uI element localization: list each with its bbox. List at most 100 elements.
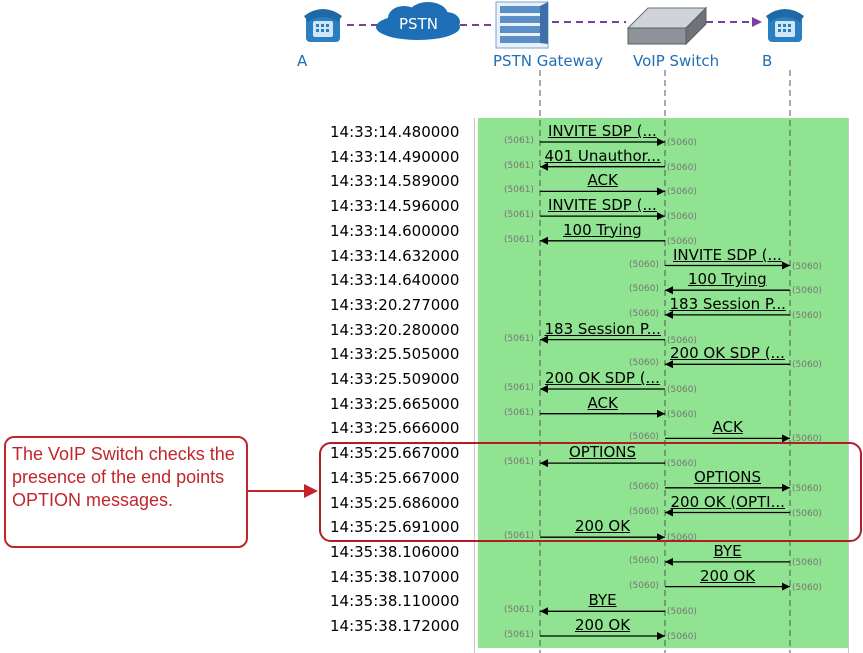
- cloud-icon: [376, 2, 460, 40]
- timestamp: 14:33:14.589000: [330, 172, 460, 191]
- arrowhead: [665, 286, 673, 295]
- arrowhead: [782, 483, 790, 492]
- port-label-left: (5061): [504, 531, 534, 542]
- arrowhead: [782, 434, 790, 443]
- port-label-right: (5060): [667, 607, 697, 618]
- message-label: 200 OK: [575, 517, 631, 536]
- server-rack-icon: [495, 1, 549, 49]
- message-label: 183 Session P...: [669, 294, 786, 313]
- callout-box: [4, 436, 248, 548]
- timestamp: 14:35:38.107000: [330, 567, 460, 586]
- arrowhead: [540, 335, 548, 344]
- timestamp: 14:33:20.277000: [330, 295, 460, 314]
- timestamp: 14:33:20.280000: [330, 320, 460, 339]
- arrowhead: [657, 212, 665, 221]
- timestamp: 14:33:25.666000: [330, 419, 460, 438]
- message-label: 200 OK SDP (...: [545, 369, 660, 387]
- message-label: BYE: [713, 541, 742, 560]
- pstn-cloud-label: PSTN: [399, 15, 438, 33]
- port-label-left: (5060): [629, 506, 659, 517]
- node-label-switch: VoIP Switch: [633, 52, 720, 70]
- port-label-left: (5060): [629, 259, 659, 270]
- port-label-left: (5061): [504, 185, 534, 196]
- arrowhead: [540, 459, 548, 468]
- arrowhead: [540, 162, 548, 171]
- timestamp: 14:33:25.505000: [330, 345, 460, 364]
- flow-border-left: [474, 118, 475, 653]
- timestamp: 14:33:14.596000: [330, 197, 460, 216]
- port-label-right: (5060): [792, 557, 822, 568]
- arrowhead: [782, 582, 790, 591]
- timestamp: 14:33:14.480000: [330, 123, 460, 141]
- message-label: 200 OK: [575, 616, 631, 634]
- port-label-left: (5061): [504, 160, 534, 171]
- port-label-right: (5060): [792, 434, 822, 445]
- port-label-left: (5061): [504, 457, 534, 468]
- message-label: 100 Trying: [563, 220, 642, 239]
- link-arrowhead: [752, 17, 762, 27]
- timestamp: 14:35:38.172000: [330, 617, 460, 635]
- port-label-right: (5060): [792, 508, 822, 519]
- port-label-right: (5060): [667, 459, 697, 470]
- message-label: INVITE SDP (...: [673, 245, 782, 264]
- port-label-left: (5060): [629, 284, 659, 295]
- message-label: OPTIONS: [569, 443, 636, 462]
- port-label-left: (5060): [629, 580, 659, 591]
- port-label-left: (5061): [504, 630, 534, 640]
- node-label-b: B: [762, 52, 773, 70]
- phone-icon: [766, 9, 804, 42]
- port-label-left: (5060): [629, 555, 659, 566]
- message-label: 401 Unauthor...: [544, 146, 661, 165]
- message-label: 200 OK: [700, 566, 756, 585]
- port-label-right: (5060): [667, 187, 697, 198]
- port-label-right: (5060): [667, 409, 697, 420]
- arrowhead: [657, 187, 665, 196]
- port-label-left: (5060): [629, 432, 659, 443]
- message-label: 200 OK (OPTI...: [670, 492, 785, 511]
- message-label: 100 Trying: [688, 270, 767, 289]
- timestamp: 14:35:38.110000: [330, 592, 460, 611]
- port-label-right: (5060): [792, 360, 822, 371]
- port-label-right: (5060): [792, 261, 822, 272]
- message-label: 183 Session P...: [544, 319, 661, 338]
- arrowhead: [665, 310, 673, 319]
- port-label-right: (5060): [792, 310, 822, 321]
- port-label-left: (5061): [504, 333, 534, 344]
- arrowhead: [665, 557, 673, 566]
- port-label-right: (5060): [667, 162, 697, 173]
- port-label-right: (5060): [667, 212, 697, 223]
- message-label: ACK: [712, 418, 743, 437]
- port-label-right: (5060): [667, 138, 697, 148]
- flow-border-right: [848, 118, 849, 653]
- arrowhead: [540, 236, 548, 245]
- timestamp: 14:33:25.665000: [330, 394, 460, 413]
- message-label: ACK: [587, 171, 618, 190]
- phone-icon: [304, 9, 342, 42]
- message-label: INVITE SDP (...: [548, 196, 657, 215]
- port-label-right: (5060): [667, 632, 697, 642]
- message-label: BYE: [588, 591, 617, 610]
- port-label-right: (5060): [667, 385, 697, 395]
- port-label-right: (5060): [667, 533, 697, 544]
- timestamp: 14:35:38.106000: [330, 542, 460, 561]
- port-label-left: (5060): [629, 308, 659, 319]
- arrowhead: [665, 508, 673, 517]
- arrowhead: [657, 632, 665, 640]
- port-label-right: (5060): [792, 483, 822, 494]
- timestamp: 14:33:14.600000: [330, 221, 460, 240]
- node-label-a: A: [297, 52, 308, 70]
- message-label: ACK: [587, 393, 618, 412]
- arrowhead: [665, 360, 673, 369]
- port-label-left: (5061): [504, 605, 534, 616]
- arrowhead: [657, 409, 665, 418]
- port-label-left: (5060): [629, 481, 659, 492]
- port-label-left: (5061): [504, 210, 534, 221]
- message-label: INVITE SDP (...: [548, 122, 657, 140]
- port-label-right: (5060): [792, 286, 822, 297]
- timestamp: 14:35:25.691000: [330, 518, 460, 537]
- arrowhead: [540, 385, 548, 393]
- port-label-left: (5061): [504, 383, 534, 393]
